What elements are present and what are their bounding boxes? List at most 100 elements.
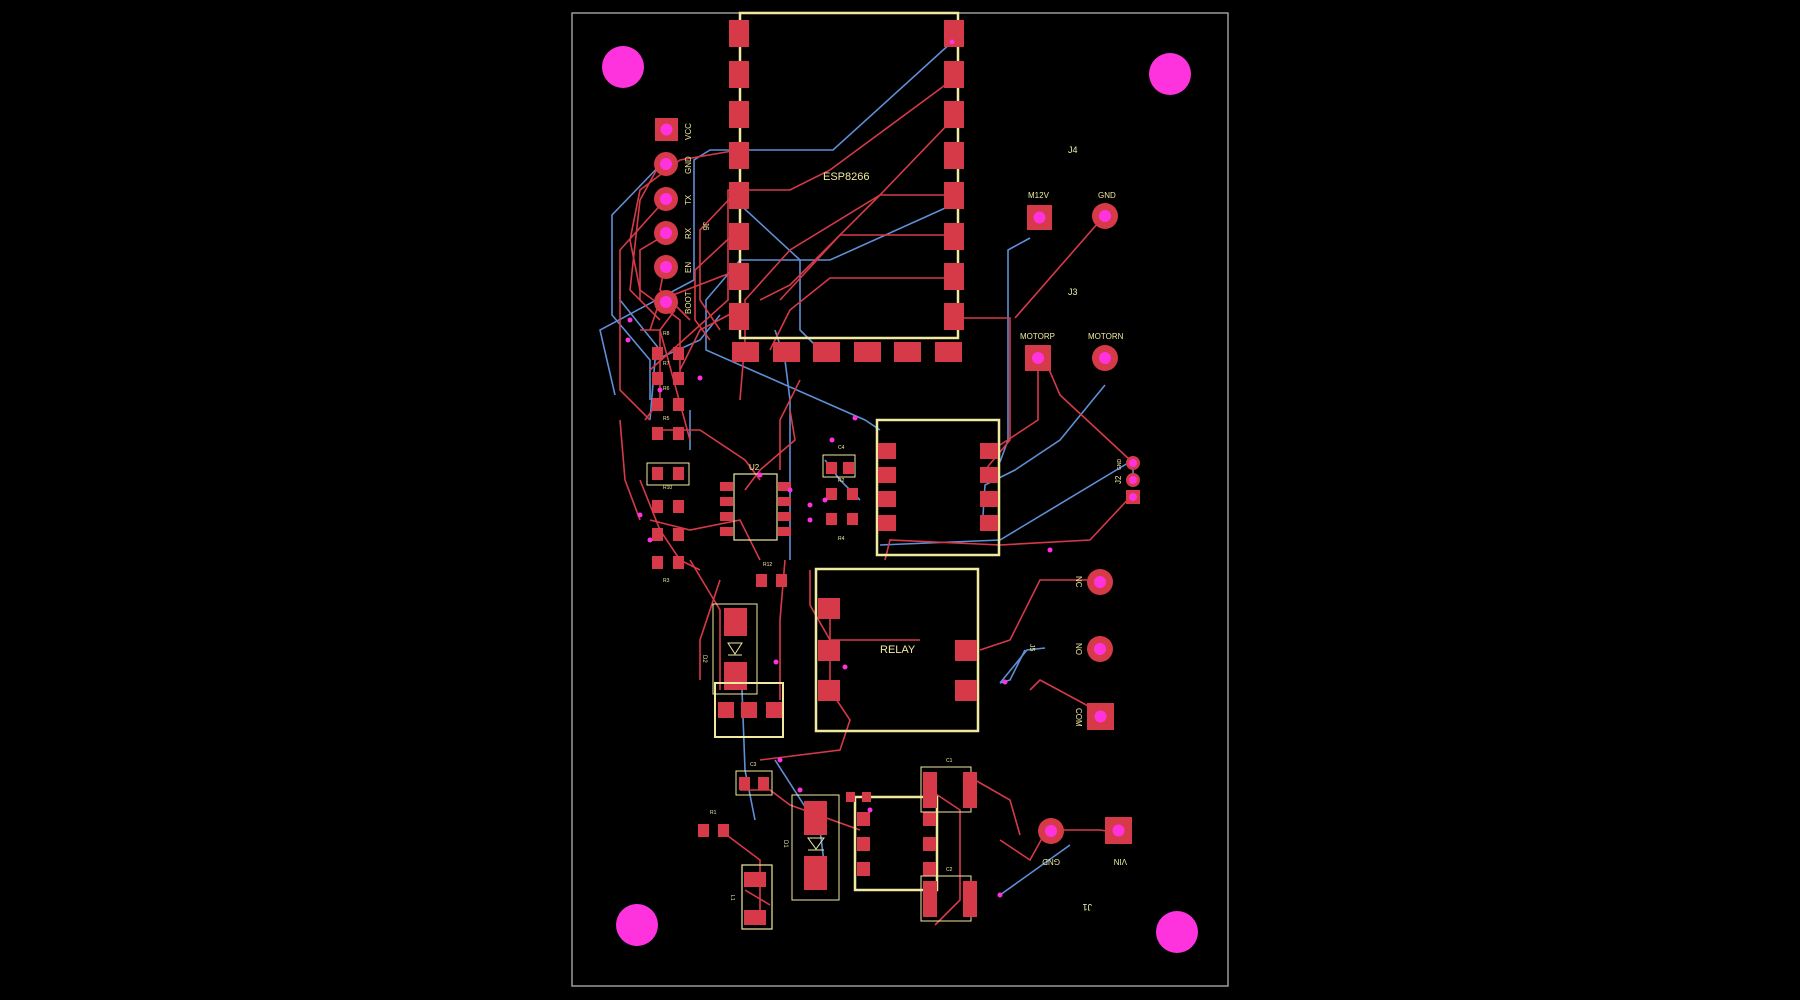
resistor-pad (652, 427, 663, 440)
l1-outline (741, 864, 773, 930)
j2-label: J2 (1114, 475, 1123, 484)
j6-label: J6 (701, 222, 710, 231)
resistor-pad (673, 528, 684, 541)
r1-resistor: R1 (698, 810, 729, 837)
via (807, 517, 813, 523)
esp-pad (935, 342, 962, 362)
j2-pin-2-hole (1129, 476, 1137, 484)
via (867, 807, 873, 813)
esp-pad (944, 20, 964, 47)
l1-pad (744, 872, 766, 887)
c2-label: C2 (946, 867, 953, 873)
j3-motorn-label: MOTORN (1088, 332, 1124, 341)
relay-pad (818, 598, 840, 619)
regulator-pad (923, 837, 936, 851)
r5-outline (646, 462, 690, 486)
j2-pin-1-hole (1129, 459, 1137, 467)
u2-pad (778, 527, 791, 536)
esp8266-pads-right (944, 20, 964, 330)
regulator-pad (923, 812, 936, 826)
c2-pad (923, 881, 937, 917)
r8-label: R8 (663, 331, 670, 337)
c2-pad (963, 881, 977, 917)
via (627, 317, 633, 323)
esp8266-pads-left (729, 20, 749, 330)
q1-pad (766, 702, 782, 718)
c1-label: C1 (946, 758, 953, 764)
j2-header: J2 GND (1114, 456, 1140, 504)
c3-label: C3 (750, 762, 757, 768)
esp-pad (729, 182, 749, 209)
j5-no-label: NO (1074, 643, 1083, 655)
resistor-pad (673, 398, 684, 411)
r4-pad (847, 513, 858, 525)
resistor-pad (652, 467, 663, 480)
r9-pad (846, 792, 855, 802)
u2-pad (720, 497, 733, 506)
j4-m12v-label: M12V (1028, 191, 1050, 200)
d2-symbol (727, 642, 743, 655)
c2-cap: C2 (920, 867, 977, 922)
j1-label: J1 (1082, 902, 1092, 912)
j3-pin-motorn-hole (1099, 352, 1111, 364)
d1-label: D1 (782, 840, 788, 848)
j6-rx-label: RX (684, 227, 693, 239)
esp-pad (729, 142, 749, 169)
motor-driver-pad (980, 491, 998, 507)
esp-pad (729, 223, 749, 250)
j2-pin-3-hole (1129, 493, 1137, 501)
via (852, 415, 858, 421)
regulator-pad (857, 837, 870, 851)
relay-pad (955, 640, 977, 661)
r9-pad (862, 792, 871, 802)
relay-outline (814, 567, 980, 733)
motor-driver-outline (875, 418, 1001, 557)
j6-tx-label: TX (684, 194, 693, 205)
j3-label: J3 (1068, 287, 1078, 297)
transistor-q1 (714, 682, 784, 738)
mount-hole-top-right (1149, 53, 1191, 95)
resistor-pad (652, 528, 663, 541)
via (647, 537, 653, 543)
q1-pad (718, 702, 734, 718)
via (822, 497, 828, 503)
via (829, 437, 835, 443)
regulator-ic (846, 792, 939, 892)
u2-outline (733, 473, 778, 541)
r1-label: R1 (710, 810, 717, 816)
j5-nc-label: NC (1074, 576, 1083, 588)
r10-label: R10 (663, 485, 672, 491)
j5-pin-nc-hole (1094, 576, 1106, 588)
j1-pin-vin-hole (1112, 824, 1125, 837)
r2-pad (826, 488, 837, 500)
j6-vcc-label: VCC (684, 123, 693, 140)
esp8266-label: ESP8266 (823, 171, 869, 183)
resistor-pad (673, 372, 684, 385)
j5-header: NC NO COM J5 (1028, 569, 1114, 730)
motor-driver-pad (980, 443, 998, 459)
d2-pad (724, 608, 747, 636)
c3-outline (735, 770, 773, 796)
via (1002, 679, 1008, 685)
via (757, 472, 763, 478)
u2-pad (720, 482, 733, 491)
j3-pin-motorp-hole (1032, 352, 1044, 364)
c4-pad (826, 462, 837, 474)
esp8266-outline (738, 11, 960, 340)
d2-outline (712, 603, 758, 695)
u2-pad (720, 527, 733, 536)
c3-cap: C3 (735, 762, 773, 796)
j4-gnd-label: GND (1098, 191, 1116, 200)
esp-pad (854, 342, 881, 362)
via (625, 337, 631, 343)
r6-label: R6 (663, 386, 670, 392)
j3-header: J3 MOTORP MOTORN (1020, 287, 1124, 371)
j3-motorp-label: MOTORP (1020, 332, 1055, 341)
j6-pin-en-hole (660, 261, 672, 273)
r2-label: R2 (838, 478, 845, 484)
d2-diode: D2 (701, 603, 758, 695)
j6-pin-tx-hole (660, 193, 672, 205)
regulator-outline (853, 795, 939, 892)
resistor-ladder (652, 347, 684, 569)
esp-pad (944, 223, 964, 250)
